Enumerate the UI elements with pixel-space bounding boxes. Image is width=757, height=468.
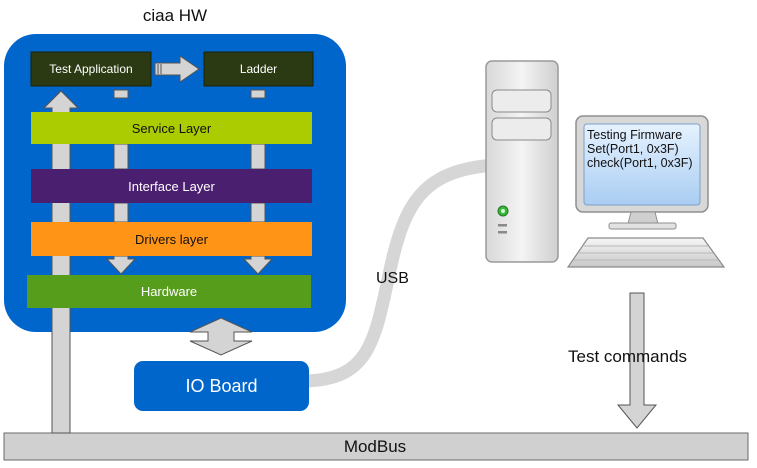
board-io-double-arrow <box>189 317 253 356</box>
usb-label: USB <box>376 270 409 287</box>
ladder-label: Ladder <box>239 62 278 76</box>
app-to-ladder-arrow <box>154 55 200 83</box>
io-board-label: IO Board <box>185 375 258 396</box>
modbus-label: ModBus <box>343 437 407 456</box>
hardware-box <box>27 275 311 308</box>
service-layer-box <box>31 112 312 144</box>
screen-line-3: check(Port1, 0x3F) <box>587 156 693 170</box>
service-layer-label: Service Layer <box>131 120 212 136</box>
test-commands-label: Test commands <box>568 347 688 366</box>
ladder-box <box>203 51 314 87</box>
modbus-bar <box>3 432 749 461</box>
test-application-box <box>30 51 152 87</box>
right-down-arrow <box>242 89 274 275</box>
test-commands-arrow <box>616 292 658 429</box>
monitor-screen-text: Testing Firmware Set(Port1, 0x3F) check(… <box>587 128 699 170</box>
test-application-label: Test Application <box>49 62 133 76</box>
keyboard-icon <box>566 237 726 268</box>
drivers-layer-box <box>31 222 312 256</box>
screen-line-2: Set(Port1, 0x3F) <box>587 142 679 156</box>
interface-layer-label: Interface Layer <box>128 178 215 194</box>
screen-line-1: Testing Firmware <box>587 128 683 142</box>
computer-tower-icon <box>485 60 559 263</box>
monitor-icon <box>575 115 709 230</box>
io-board-box <box>134 361 309 411</box>
diagram-title: ciaa HW <box>142 6 208 25</box>
usb-cable <box>301 158 502 388</box>
drivers-layer-label: Drivers layer <box>135 231 208 247</box>
hardware-label: Hardware <box>140 284 198 299</box>
interface-layer-box <box>31 169 312 203</box>
